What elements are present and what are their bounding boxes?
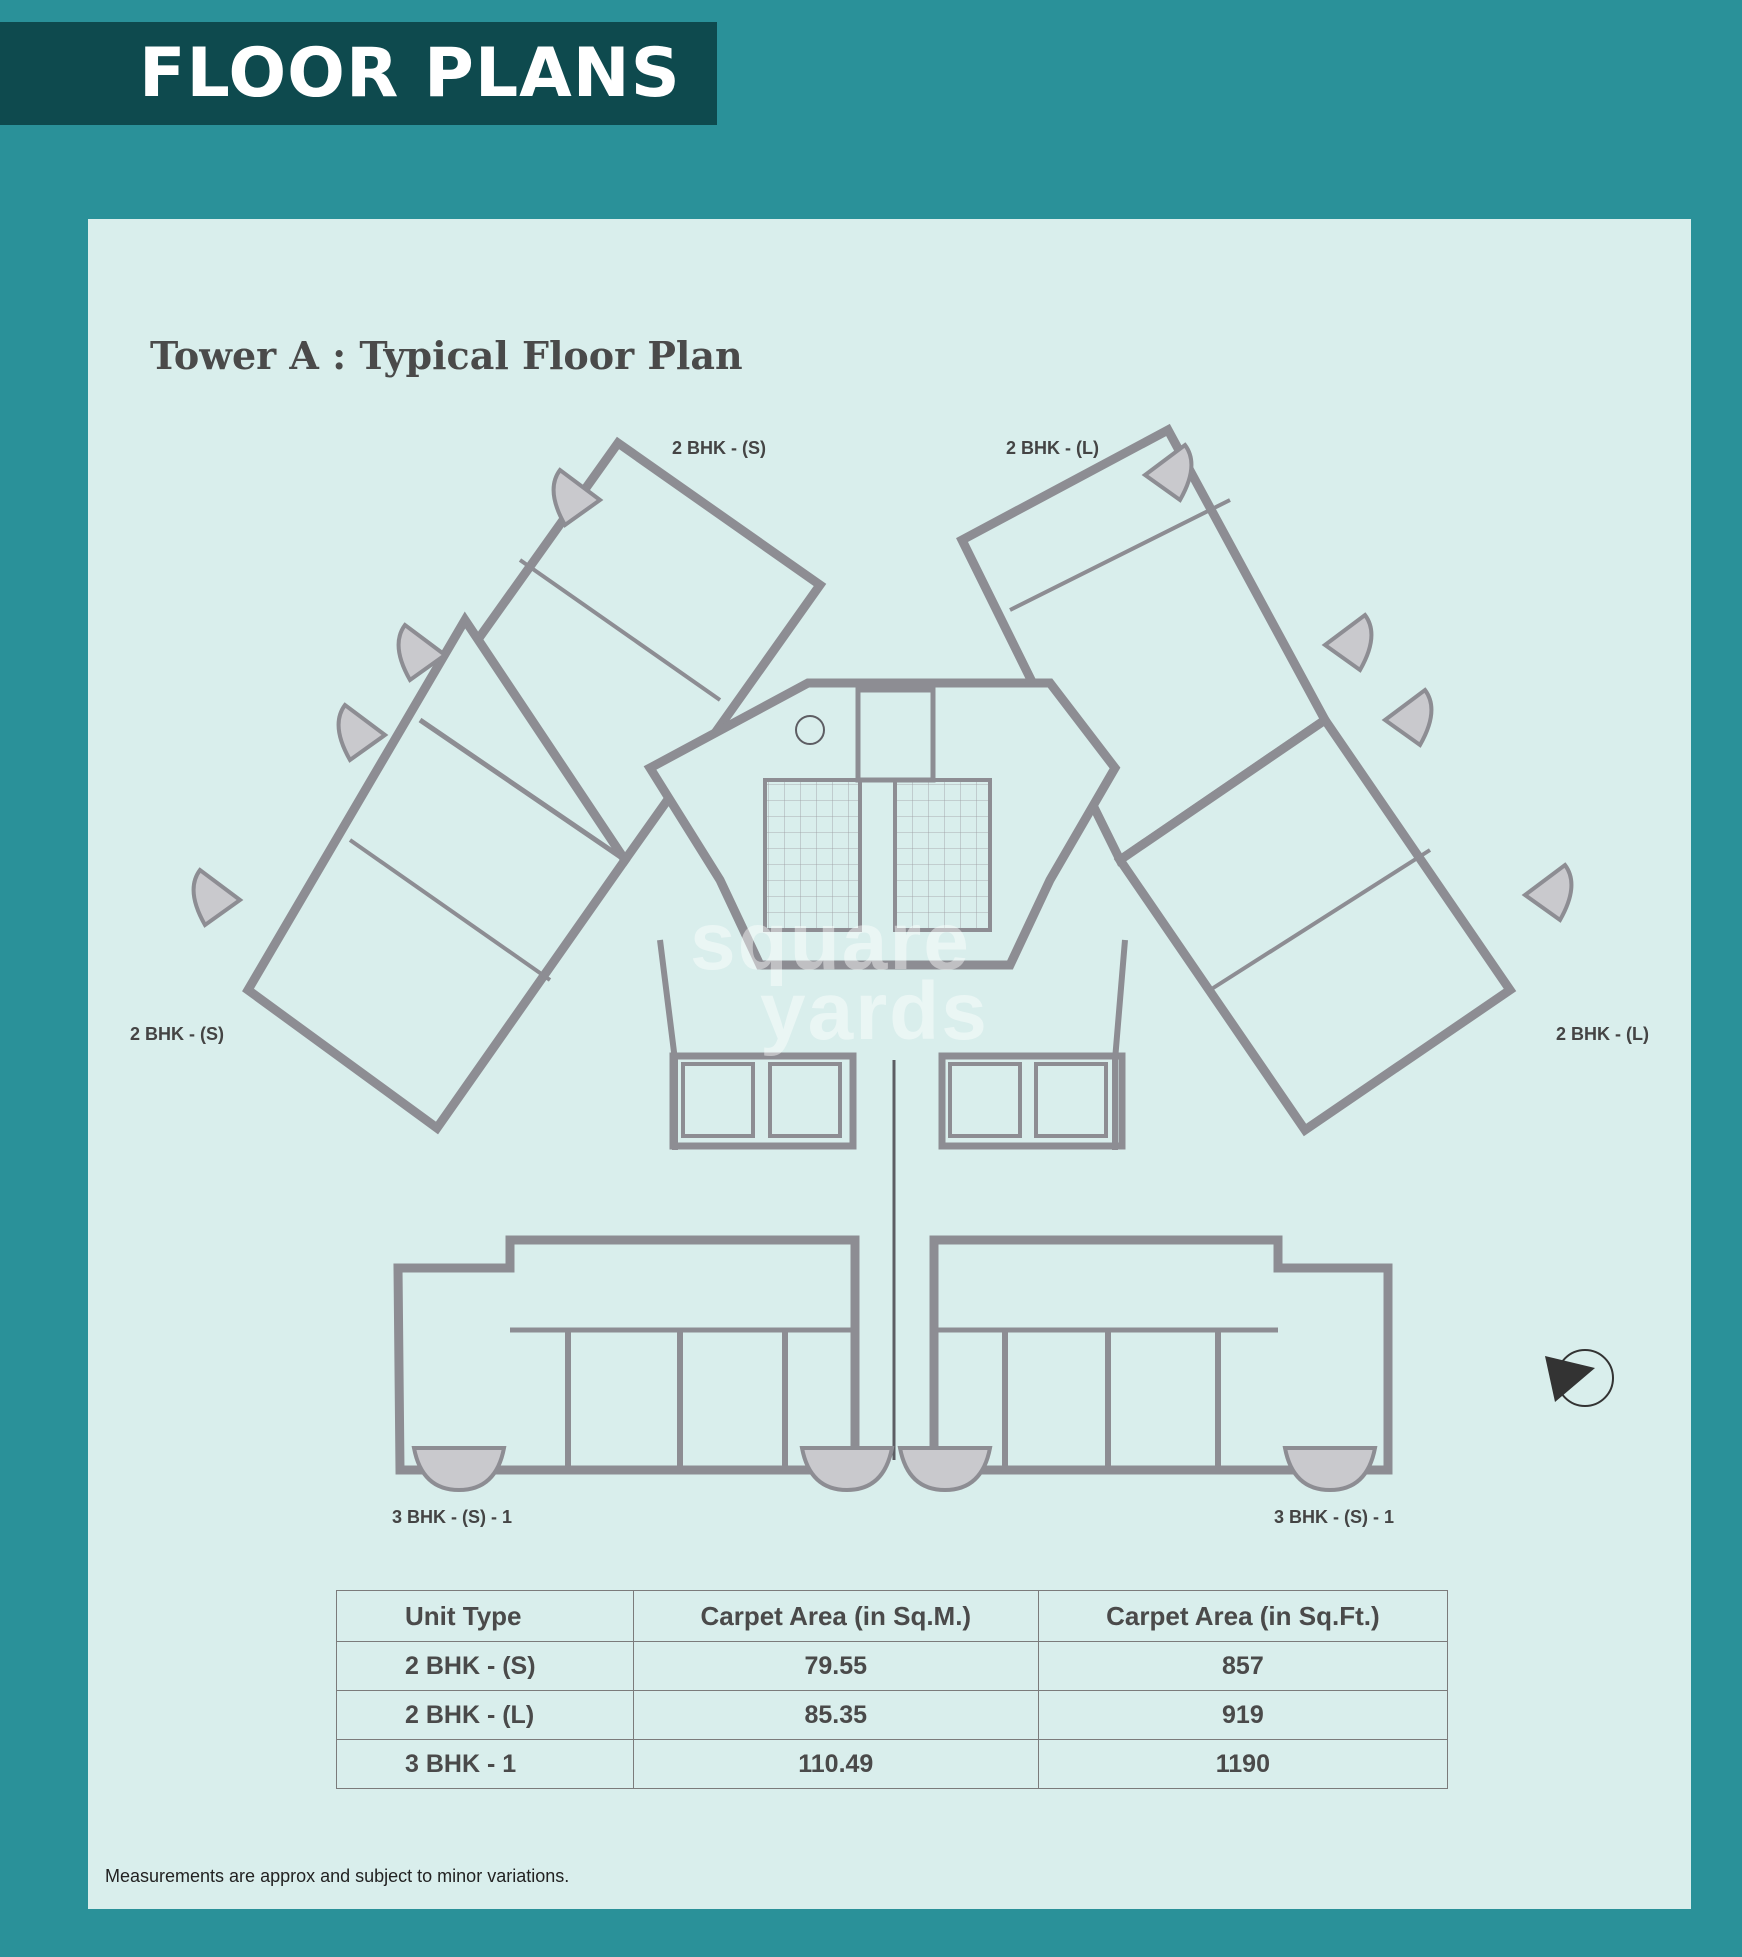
table-header-row: Unit Type Carpet Area (in Sq.M.) Carpet … xyxy=(336,1590,1449,1642)
footnote: Measurements are approx and subject to m… xyxy=(105,1866,570,1886)
column-header-unit-type: Unit Type xyxy=(336,1590,634,1642)
unit-label-2bhk-s-top: 2 BHK - (S) xyxy=(672,438,766,458)
cell-sqft: 857 xyxy=(1037,1641,1449,1691)
unit-label-2bhk-s-left: 2 BHK - (S) xyxy=(130,1024,224,1044)
cell-sqm: 85.35 xyxy=(632,1690,1039,1740)
cell-unit-type: 2 BHK - (L) xyxy=(336,1690,634,1740)
table-row: 2 BHK - (S) 79.55 857 xyxy=(336,1641,1449,1691)
wing-upper-left xyxy=(242,436,827,1135)
cell-sqm: 110.49 xyxy=(632,1739,1039,1789)
cell-unit-type: 2 BHK - (S) xyxy=(336,1641,634,1691)
carpet-area-table: Unit Type Carpet Area (in Sq.M.) Carpet … xyxy=(336,1590,1449,1789)
page-title: FLOOR PLANS xyxy=(139,34,681,113)
table-row: 3 BHK - 1 110.49 1190 xyxy=(336,1739,1449,1789)
cell-sqft: 919 xyxy=(1037,1690,1449,1740)
cell-unit-type: 3 BHK - 1 xyxy=(336,1739,634,1789)
table-row: 2 BHK - (L) 85.35 919 xyxy=(336,1690,1449,1740)
decks-bottom xyxy=(411,1446,1378,1493)
decks-upper-right xyxy=(1141,442,1574,923)
central-core xyxy=(643,678,1121,970)
cell-sqm: 79.55 xyxy=(632,1641,1039,1691)
lift-core xyxy=(657,939,1128,1460)
column-header-sqft: Carpet Area (in Sq.Ft.) xyxy=(1037,1590,1449,1642)
column-header-sqm: Carpet Area (in Sq.M.) xyxy=(632,1590,1039,1642)
watermark-yards: yards xyxy=(760,966,989,1057)
decks-upper-left xyxy=(191,467,604,928)
unit-label-3bhk-left: 3 BHK - (S) - 1 xyxy=(392,1507,513,1527)
header-band xyxy=(0,22,717,125)
unit-label-2bhk-l-right: 2 BHK - (L) xyxy=(1556,1024,1649,1044)
unit-label-2bhk-l-top: 2 BHK - (L) xyxy=(1006,438,1099,458)
bottom-units xyxy=(393,1235,1393,1475)
wing-upper-right xyxy=(956,423,1517,1137)
cell-sqft: 1190 xyxy=(1037,1739,1449,1789)
plan-title: Tower A : Typical Floor Plan xyxy=(150,333,743,378)
north-arrow-icon xyxy=(1545,1349,1614,1407)
unit-label-3bhk-right: 3 BHK - (S) - 1 xyxy=(1274,1507,1395,1527)
watermark-square: square xyxy=(690,896,971,987)
